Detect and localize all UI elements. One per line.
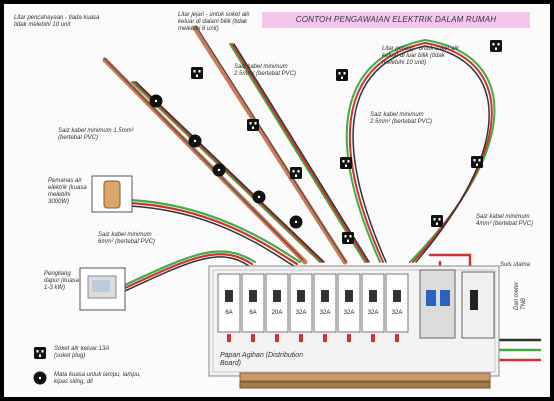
breaker: 32A (313, 273, 337, 342)
distribution-board: 6A 6A 20A 32A 32A 32A 32A 32A (208, 265, 500, 389)
label-distribution-board: Papan Agihan (Distribution Board) (220, 352, 304, 367)
breaker-rating: 32A (296, 310, 307, 316)
breaker-rating: 6A (225, 310, 232, 316)
appliance-box (79, 267, 126, 311)
label-ring-circuit: Litar gelang - untuk soket alir keluar d… (382, 46, 460, 66)
breaker-rating: 32A (320, 310, 331, 316)
label-main-switch: Suis utama (500, 262, 531, 268)
label-socket-circuit: Litar jejari - untuk soket alir keluar d… (178, 12, 250, 32)
breaker: 6A (241, 273, 265, 342)
breaker: 20A (265, 273, 289, 342)
breaker-rating: 32A (344, 310, 355, 316)
breaker-rating: 32A (368, 310, 379, 316)
legend-socket-label: Soket alir keluar 13A (soket plug) (54, 346, 110, 359)
label-water-heater: Pemanas air elektrik (kuasa melebihi 300… (48, 178, 87, 205)
label-main-supply: Dari meter TNB (514, 281, 527, 310)
breaker: 32A (289, 273, 313, 342)
label-cable-25-top: Saiz kabel minimum 2.5mm² (bertebat PVC) (234, 64, 297, 77)
label-cable-25-ring: Saiz kabel minimum 2.5mm² (bertebat PVC) (370, 112, 433, 125)
label-cable-4: Saiz kabel minimum 4mm² (bertebat PVC) (476, 214, 534, 227)
diagram-title: CONTOH PENGAWAIAN ELEKTRIK DALAM RUMAH (262, 12, 530, 28)
label-cable-15: Saiz kabel minimum 1.5mm² (bertebat PVC) (58, 128, 134, 141)
breaker-rating: 32A (392, 310, 403, 316)
water-heater-box (91, 175, 133, 213)
label-lamp-circuit: Litar pencahayaan - tiada kuasa tidak me… (14, 15, 100, 28)
legend-socket-icon (34, 347, 46, 359)
label-appliance: Pengliang dapur (kuasa 1-3 kW) (44, 271, 80, 291)
breaker-rating: 20A (272, 310, 283, 316)
breaker: 32A (385, 273, 409, 342)
breaker: 32A (337, 273, 361, 342)
breaker-rating: 6A (249, 310, 256, 316)
breaker: 6A (217, 273, 241, 342)
label-cable-6: Saiz kabel minimum 6mm² (bertebat PVC) (98, 232, 156, 245)
legend-lamp-icon (33, 371, 47, 385)
breaker: 32A (361, 273, 385, 342)
legend-lamp-label: Mata kuasa untuk lampu, lampu, kipas sil… (54, 372, 141, 385)
